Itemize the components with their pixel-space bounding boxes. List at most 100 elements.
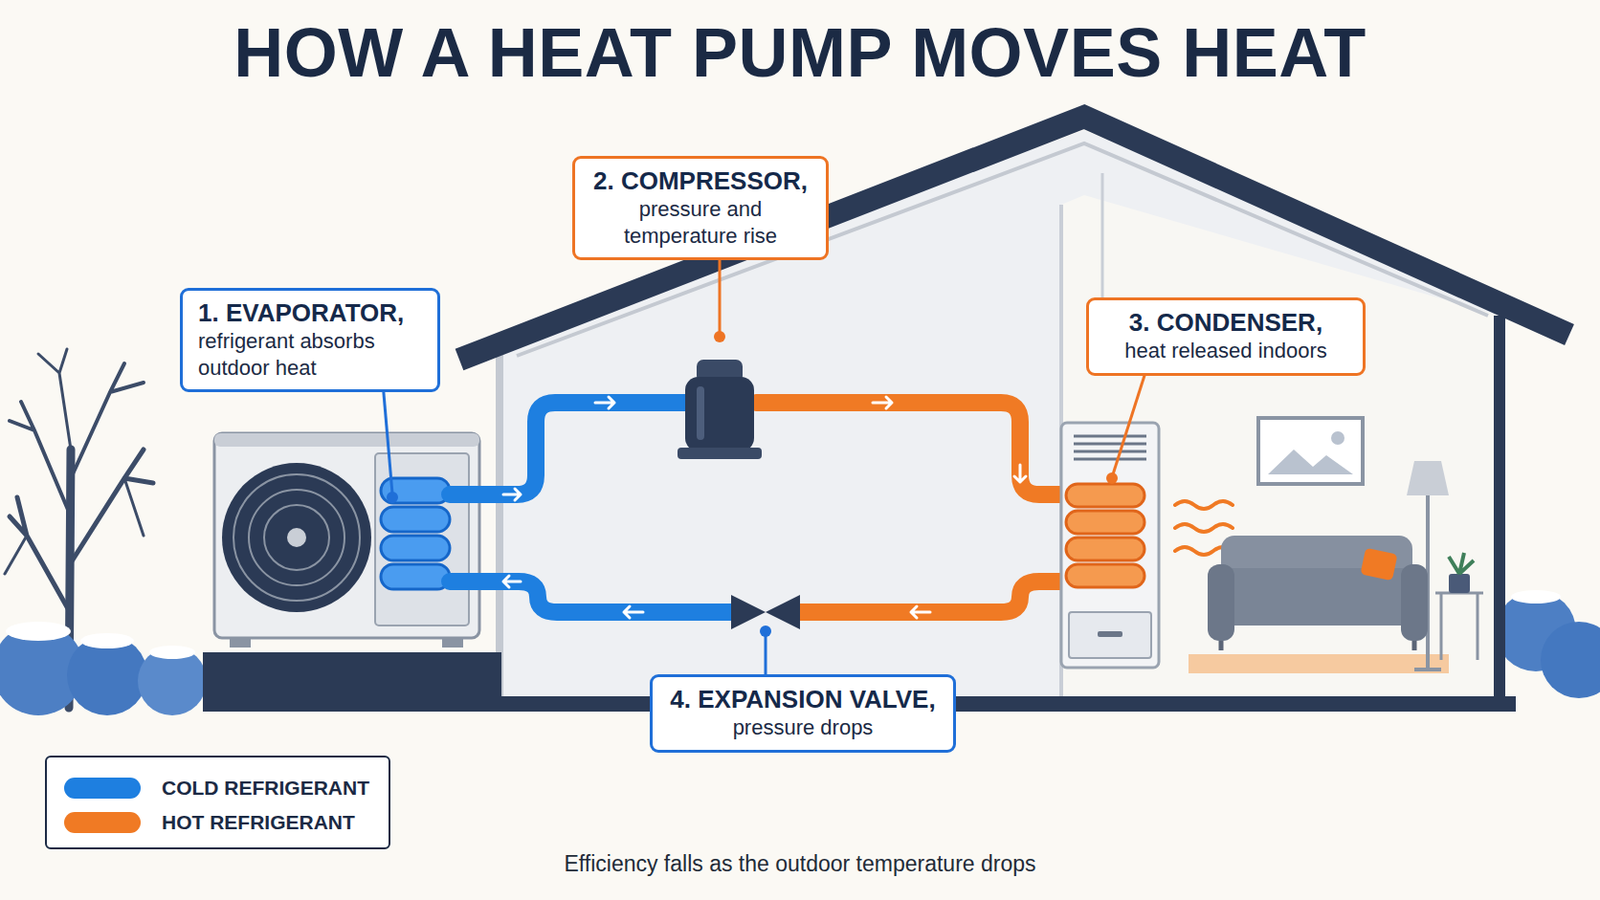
- expansion-valve-part: [731, 595, 766, 630]
- evaporator-coil-part: [380, 507, 450, 533]
- legend-swatch: [64, 777, 141, 800]
- bushes-part: [5, 622, 71, 642]
- callout-text: pressure and temperature rise: [590, 196, 811, 249]
- bushes-part: [137, 646, 207, 716]
- tree-part: [69, 449, 154, 565]
- indoor-unit-part: [1097, 631, 1123, 638]
- living-room-part: [1207, 568, 1428, 626]
- living-room-part: [1448, 574, 1470, 594]
- condenser-coil-part: [1066, 537, 1145, 561]
- living-room-part: [1448, 553, 1474, 575]
- compressor: [677, 359, 762, 460]
- house-part: [1493, 315, 1506, 707]
- outdoor-unit-part: [375, 453, 469, 626]
- outdoor-unit-part: [264, 505, 330, 571]
- indoor-unit: [1061, 422, 1159, 668]
- living-room-part: [1331, 431, 1345, 445]
- condenser-coil-part: [1066, 484, 1145, 508]
- living-room-part: [1435, 593, 1484, 661]
- living-room-part: [1207, 564, 1235, 642]
- outdoor-unit-part: [248, 489, 345, 586]
- tree-part: [9, 497, 70, 613]
- living-room-part: [1221, 641, 1415, 651]
- compressor-part: [677, 447, 762, 460]
- outdoor-unit-part: [214, 433, 480, 639]
- outdoor-unit-part: [222, 463, 372, 613]
- caption: Efficiency falls as the outdoor temperat…: [0, 851, 1600, 878]
- evaporator-coil-part: [380, 535, 450, 561]
- flow-arrows-part: [1014, 465, 1026, 483]
- bushes-part: [80, 633, 134, 649]
- leader-lines-part: [759, 625, 772, 638]
- legend-row: COLD REFRIGERANT: [64, 771, 389, 806]
- leader-lines-part: [386, 491, 399, 504]
- leader-lines-part: [1112, 363, 1149, 475]
- heat-waves-part: [1175, 524, 1233, 533]
- evaporator-coil: [380, 478, 450, 590]
- outdoor-unit-part: [233, 474, 360, 601]
- flow-arrows-part: [911, 606, 931, 619]
- callout-heading: 2. COMPRESSOR,: [593, 166, 808, 197]
- flow-arrows-part: [872, 397, 892, 409]
- refrigerant-pipes-part: [449, 581, 734, 613]
- condenser-coil: [1066, 484, 1145, 588]
- condenser-coil-part: [1066, 564, 1145, 588]
- living-room-part: [1406, 461, 1449, 496]
- house-part: [202, 652, 502, 712]
- expansion-valve: [731, 595, 800, 630]
- callout-box: 4. EXPANSION VALVE,pressure drops: [649, 674, 956, 754]
- house: [202, 116, 1570, 712]
- outdoor-unit-part: [442, 638, 464, 648]
- house-part: [1101, 173, 1105, 307]
- bushes-part: [1511, 590, 1561, 604]
- flow-arrows-part: [623, 606, 644, 619]
- tree-part: [9, 401, 71, 517]
- tree-part: [70, 363, 144, 479]
- living-room: [1188, 418, 1484, 674]
- indoor-unit-part: [1068, 612, 1152, 659]
- callout-text: pressure drops: [667, 714, 938, 742]
- outdoor-unit: [214, 433, 480, 648]
- condenser-coil-part: [1066, 511, 1145, 534]
- leader-lines-part: [1106, 472, 1118, 485]
- house-part: [459, 116, 1570, 360]
- indoor-unit-part: [1073, 436, 1147, 460]
- refrigerant-pipes-part: [755, 402, 1065, 495]
- outdoor-unit-part: [214, 433, 480, 447]
- tree-part: [38, 349, 71, 450]
- legend-box: COLD REFRIGERANTHOT REFRIGERANT: [44, 755, 391, 850]
- expansion-valve-part: [765, 595, 800, 630]
- outdoor-unit-part: [287, 528, 307, 548]
- house-part: [495, 346, 504, 707]
- bushes-part: [1540, 622, 1600, 699]
- leader-lines-part: [382, 382, 393, 494]
- leader-lines: [382, 248, 1149, 689]
- callout-box: 2. COMPRESSOR,pressure and temperature r…: [572, 155, 829, 261]
- refrigerant-pipes-part: [449, 402, 686, 495]
- legend-row: HOT REFRIGERANT: [64, 805, 389, 841]
- living-room-part: [1267, 449, 1354, 475]
- heat-waves-part: [1175, 501, 1233, 510]
- living-room-part: [1400, 564, 1428, 642]
- bushes-part: [149, 645, 196, 660]
- compressor-part: [685, 377, 755, 452]
- indoor-unit-part: [1061, 422, 1159, 668]
- flow-arrows-part: [503, 488, 521, 501]
- tree-part: [4, 478, 144, 575]
- living-room-part: [1359, 548, 1398, 581]
- title: HOW A HEAT PUMP MOVES HEAT: [0, 13, 1600, 92]
- leader-lines-part: [718, 248, 722, 334]
- callout-text: refrigerant absorbs outdoor heat: [198, 328, 423, 381]
- refrigerant-pipes-part: [798, 581, 1065, 613]
- living-room-part: [1188, 654, 1449, 674]
- callout-box: 3. CONDENSER,heat released indoors: [1086, 297, 1366, 377]
- flow-arrows-part: [595, 397, 615, 409]
- legend-swatch: [64, 812, 141, 834]
- callout-heading: 1. EVAPORATOR,: [198, 298, 404, 329]
- compressor-part: [696, 386, 705, 441]
- flow-arrows: [503, 397, 1026, 619]
- callout-text: heat released indoors: [1104, 337, 1348, 365]
- callout-heading: 4. EXPANSION VALVE,: [669, 685, 935, 715]
- callout-box: 1. EVAPORATOR,refrigerant absorbs outdoo…: [179, 288, 441, 393]
- flow-arrows-part: [503, 576, 521, 588]
